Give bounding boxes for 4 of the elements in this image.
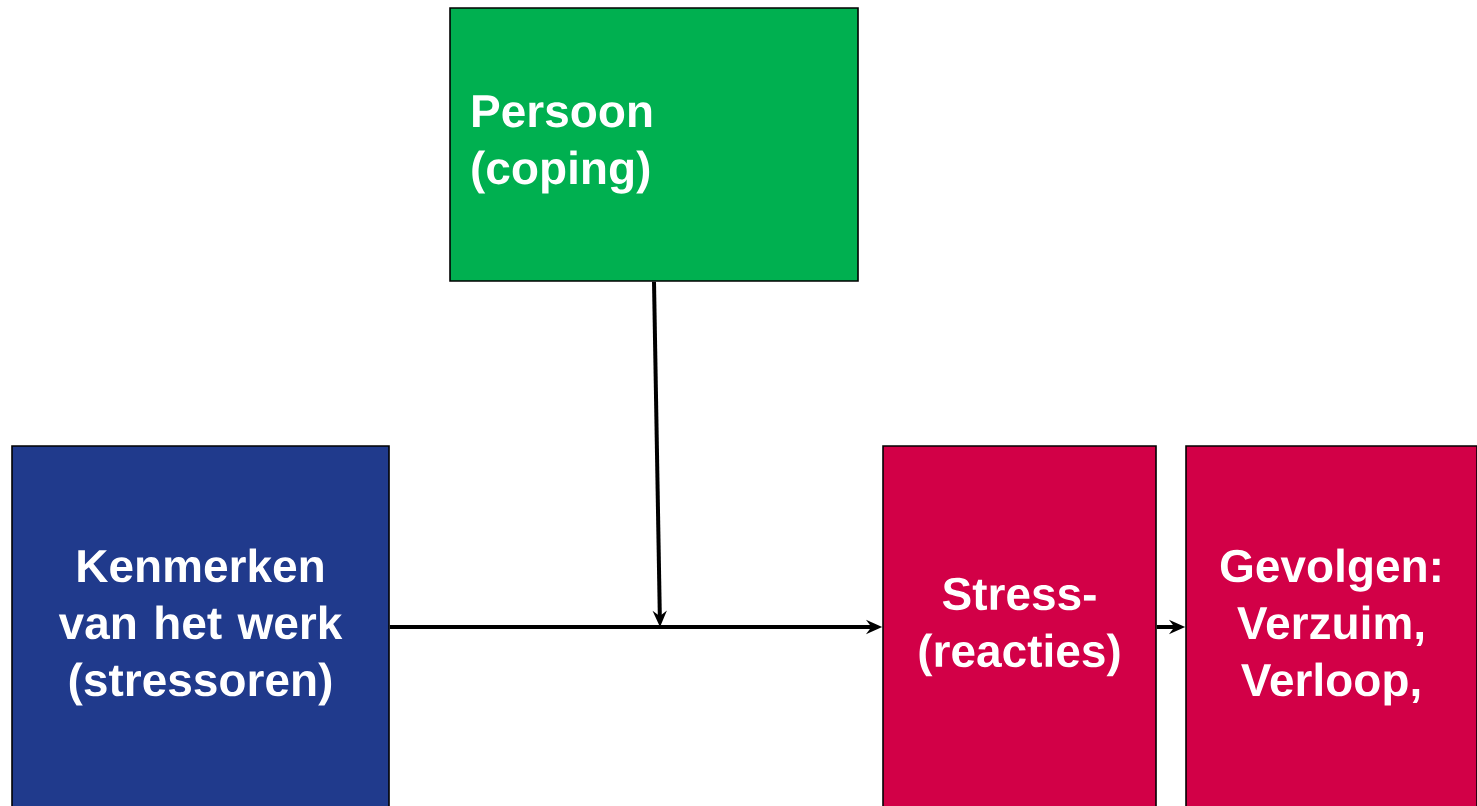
process-box: Gevolgen: Verzuim, Verloop,: [1185, 445, 1477, 806]
process-box: Kenmerken van het werk (stressoren): [11, 445, 390, 806]
process-box: Persoon (coping): [449, 7, 859, 282]
process-box: Stress- (reacties): [882, 445, 1157, 806]
